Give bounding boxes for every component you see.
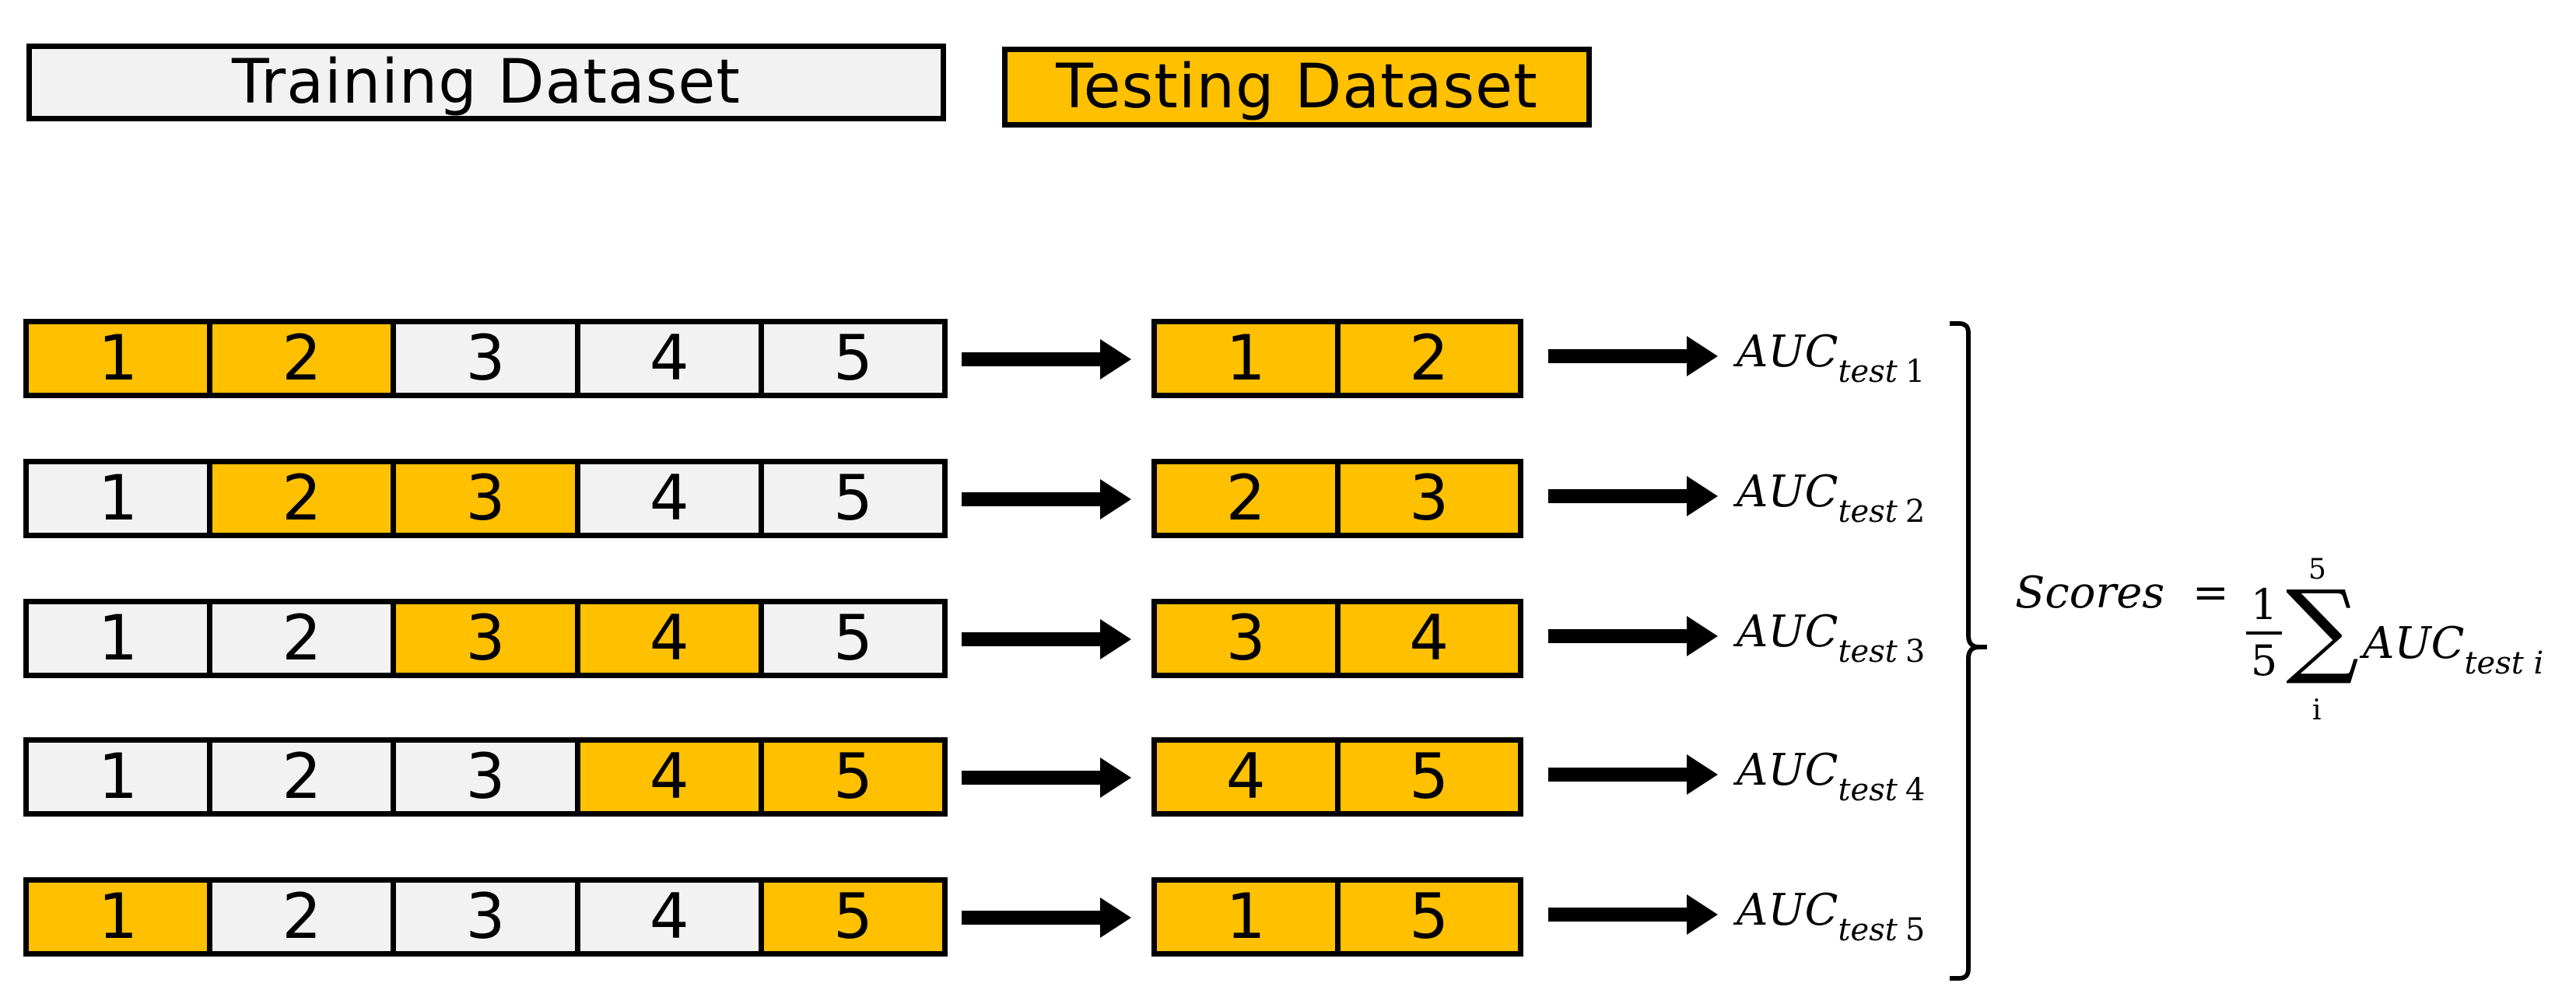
auc-subscript-index: 1 (1905, 354, 1926, 390)
auc-subscript-index: 4 (1905, 772, 1926, 808)
fold-cell-train: 2 (212, 743, 397, 811)
fold-cell-train: 3 (396, 743, 580, 811)
test-pair-cell: 5 (1340, 883, 1518, 951)
fold-cell-test: 3 (396, 464, 580, 533)
arrow-right-icon (962, 479, 1131, 519)
arrow-right-icon (962, 897, 1131, 938)
formula-lhs: Scores = (2015, 568, 2229, 618)
fold-cell-test: 2 (212, 464, 397, 533)
test-pair-cell: 3 (1157, 604, 1341, 673)
auc-subscript: test (1838, 772, 1898, 808)
test-pair-cell: 1 (1157, 324, 1341, 393)
arrow-right-icon (962, 339, 1131, 380)
sum-lower-limit: i (2312, 694, 2322, 726)
legend-training-label: Training Dataset (231, 47, 741, 117)
sum-upper-limit: 5 (2308, 554, 2326, 586)
legend-testing-label: Testing Dataset (1056, 52, 1538, 122)
fold-cell-train: 5 (763, 604, 943, 673)
fraction-numerator: 1 (2250, 580, 2278, 629)
arrow-right-icon (1548, 336, 1718, 376)
test-pair-cell: 1 (1157, 883, 1341, 951)
test-pair-cell: 2 (1340, 324, 1518, 393)
fold-cell-train: 1 (29, 743, 213, 811)
fold-cell-train: 3 (396, 883, 580, 951)
arrow-right-icon (1548, 754, 1718, 795)
fold-cell-train: 5 (763, 464, 943, 533)
right-brace-icon (1950, 321, 1987, 981)
auc-main: AUC (1737, 607, 1838, 657)
fold-cell-test: 2 (212, 324, 397, 393)
fold-cell-test: 1 (29, 324, 213, 393)
fold-cell-train: 4 (580, 883, 764, 951)
arrow-right-icon (1548, 616, 1718, 656)
fold-cell-train: 4 (580, 464, 764, 533)
test-pair-cell: 4 (1157, 743, 1341, 811)
fold-cell-train: 1 (29, 604, 213, 673)
formula-fraction: 1 5 (2246, 582, 2282, 684)
arrow-right-icon (1548, 894, 1718, 935)
fold-cell-test: 1 (29, 883, 213, 951)
fold-cell-test: 4 (580, 604, 764, 673)
arrow-right-icon (1548, 476, 1718, 516)
test-pair-cell: 5 (1340, 743, 1518, 811)
formula-equals: = (2192, 568, 2229, 618)
formula-auc-sub: test i (2464, 645, 2544, 681)
fold-cell-train: 2 (212, 604, 397, 673)
fold-cell-test: 5 (763, 743, 943, 811)
auc-subscript-index: 5 (1905, 912, 1926, 948)
fraction-bar (2246, 631, 2282, 635)
fold-cell-train: 5 (763, 324, 943, 393)
auc-main: AUC (1737, 327, 1838, 377)
auc-main: AUC (1737, 885, 1838, 936)
auc-subscript: test (1838, 354, 1898, 390)
fraction-denominator: 5 (2250, 636, 2278, 685)
arrow-right-icon (962, 757, 1131, 798)
fold-cell-test: 3 (396, 604, 580, 673)
test-pair-cell: 2 (1157, 464, 1341, 533)
fold-cell-train: 2 (212, 883, 397, 951)
formula-auc-term: AUCtest i (2363, 618, 2543, 681)
auc-main: AUC (1737, 467, 1838, 517)
fold-cell-train: 1 (29, 464, 213, 533)
legend-testing-dataset: Testing Dataset (1002, 47, 1592, 128)
auc-subscript: test (1838, 912, 1898, 948)
auc-subscript-index: 3 (1905, 634, 1926, 670)
formula-auc-main: AUC (2363, 618, 2465, 669)
fold-cell-train: 4 (580, 324, 764, 393)
legend-training-dataset: Training Dataset (26, 44, 946, 121)
arrow-right-icon (962, 619, 1131, 659)
formula-scores: Scores (2015, 568, 2165, 618)
fold-cell-test: 5 (763, 883, 943, 951)
sum-symbol: ∑ (2286, 568, 2360, 688)
test-pair-cell: 3 (1340, 464, 1518, 533)
auc-subscript-index: 2 (1905, 494, 1926, 530)
fold-cell-test: 4 (580, 743, 764, 811)
auc-subscript: test (1838, 494, 1898, 530)
auc-subscript: test (1838, 634, 1898, 670)
test-pair-cell: 4 (1340, 604, 1518, 673)
fold-cell-train: 3 (396, 324, 580, 393)
auc-main: AUC (1737, 745, 1838, 796)
